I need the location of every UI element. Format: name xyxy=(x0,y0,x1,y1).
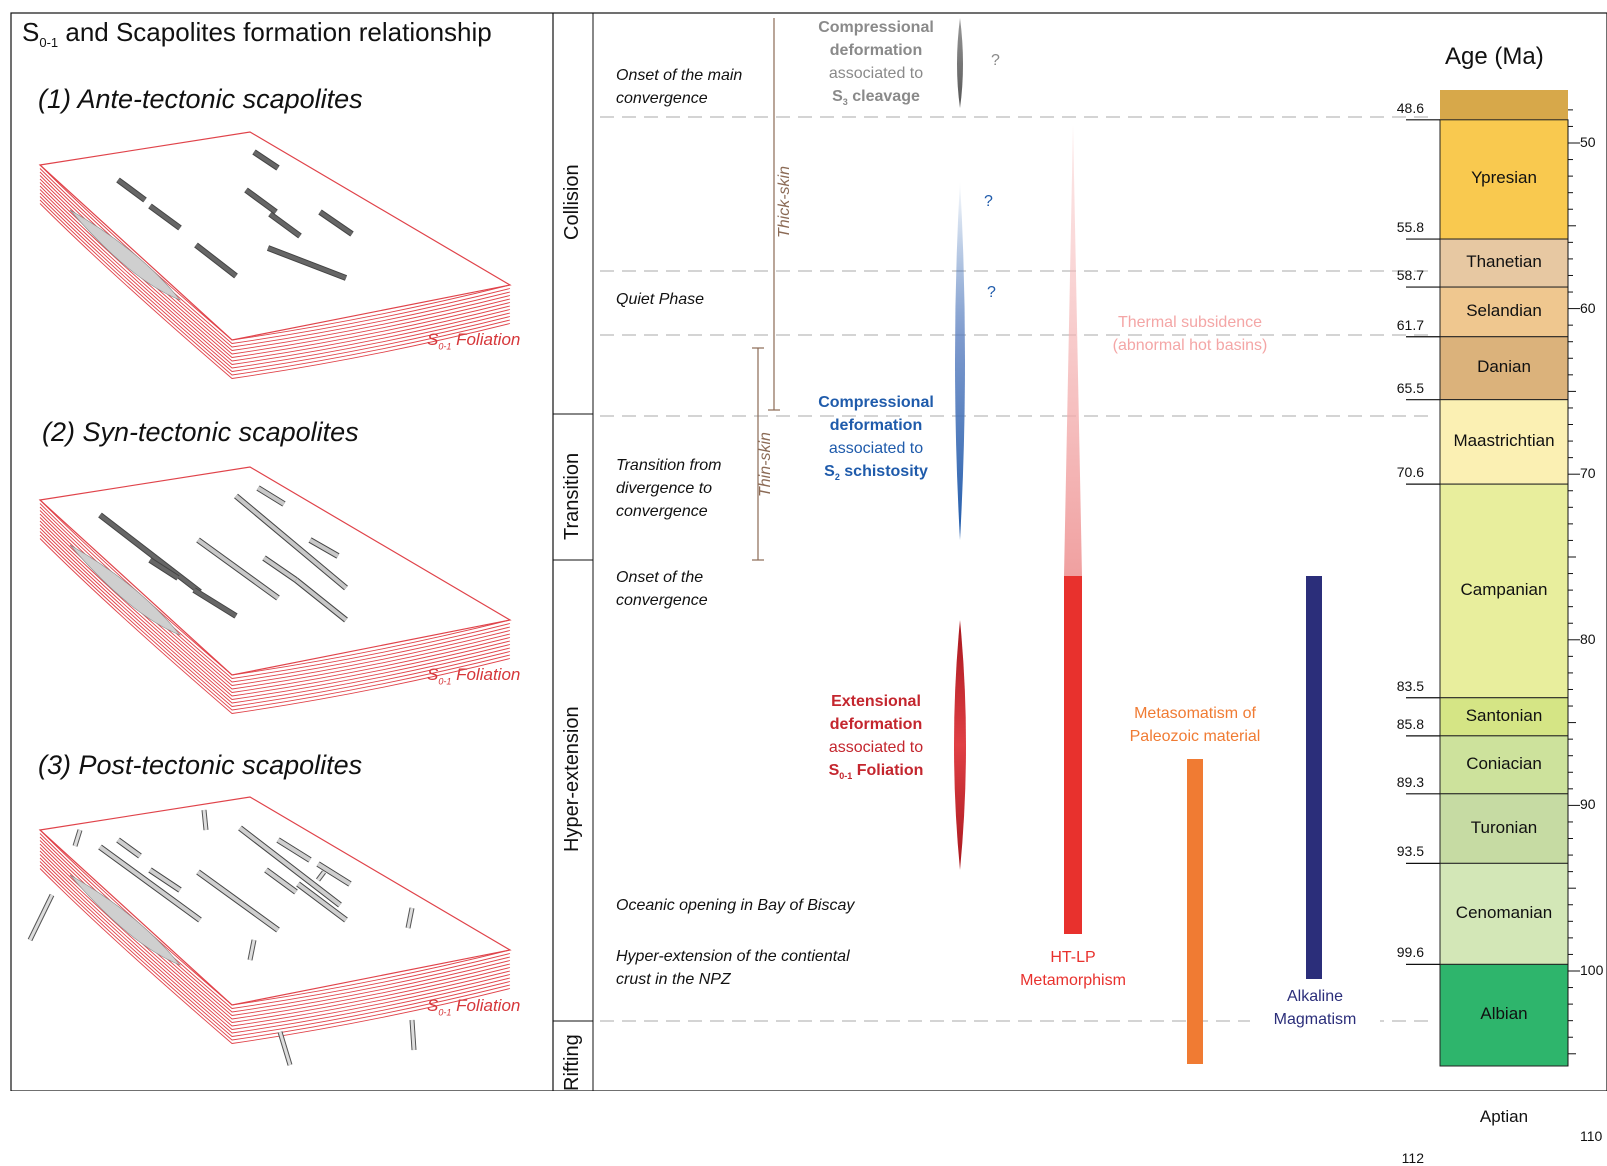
s3-question-mark: ? xyxy=(991,52,1000,69)
stage-label: Campanian xyxy=(1460,579,1548,599)
boundary-label: 70.6 xyxy=(1396,464,1424,481)
foliation-label-3: S0-1 Foliation xyxy=(427,996,521,1018)
stage-label: Selandian xyxy=(1466,300,1542,320)
stage-coniacian xyxy=(1439,735,1569,795)
boundary-label: 83.5 xyxy=(1396,677,1424,694)
boundary-label: 85.8 xyxy=(1396,715,1424,732)
axis-tick-label: 110 xyxy=(1580,1127,1603,1144)
panel-title: S0-1 and Scapolites formation relationsh… xyxy=(22,17,492,51)
axis-tick-label: 60 xyxy=(1580,299,1596,316)
phase-transition: Transition xyxy=(561,452,583,540)
thick-skin-bracket xyxy=(768,18,780,411)
thermal-subsidence-wedge xyxy=(1064,125,1082,576)
stage-label: Danian xyxy=(1477,357,1531,377)
s3-deformation-lens xyxy=(957,18,963,108)
stage-label: Ypresian xyxy=(1471,168,1537,188)
stage-label: Turonian xyxy=(1470,817,1538,837)
boundary-label: 65.5 xyxy=(1396,379,1424,396)
boundary-label: 55.8 xyxy=(1396,219,1424,236)
boundary-label: 99.6 xyxy=(1396,944,1424,961)
block-heading-post: (3) Post-tectonic scapolites xyxy=(38,750,363,780)
stage-label: Aptian xyxy=(1479,1106,1529,1126)
s2-question-mark-2: ? xyxy=(987,284,996,301)
axis-tick-label: 90 xyxy=(1580,796,1596,813)
diagram-canvas xyxy=(10,12,1607,1092)
stage-label: Thanetian xyxy=(1466,252,1542,272)
stage-cenomanian xyxy=(1439,862,1569,965)
block-heading-ante: (1) Ante-tectonic scapolites xyxy=(38,84,363,114)
ante-tectonic-block-illustration xyxy=(38,131,512,379)
stage-danian xyxy=(1439,336,1569,401)
metasomatism-bar xyxy=(1187,759,1203,1064)
event-quiet-phase: Quiet Phase xyxy=(616,291,705,308)
boundary-label: 48.6 xyxy=(1396,99,1424,116)
stage-ypresian xyxy=(1439,119,1569,240)
diagram-stage: S0-1 and Scapolites formation relationsh… xyxy=(10,12,1607,1166)
axis-tick-label: 50 xyxy=(1580,133,1596,150)
stage-thanetian xyxy=(1439,238,1569,288)
phase-rifting: Rifting xyxy=(561,1034,583,1091)
foliation-label-1: S0-1 Foliation xyxy=(427,330,521,352)
post-tectonic-block-illustration xyxy=(27,796,512,1066)
timescale-title: Age (Ma) xyxy=(1445,43,1544,70)
geologic-timescale xyxy=(1406,90,1580,1067)
ht-lp-metamorphism-bar xyxy=(1064,576,1082,934)
timescale-top-sliver xyxy=(1440,90,1568,120)
boundary-label: 61.7 xyxy=(1396,316,1424,333)
dashed-time-lines xyxy=(600,116,1430,1022)
s2-question-mark-1: ? xyxy=(984,193,993,210)
stage-label: Santonian xyxy=(1465,705,1543,725)
axis-tick-label: 80 xyxy=(1580,630,1596,647)
foliation-label-2: S0-1 Foliation xyxy=(427,665,521,687)
thick-skin-label: Thick-skin xyxy=(776,165,793,238)
alkaline-magmatism-bar xyxy=(1306,576,1322,979)
stage-label: Albian xyxy=(1480,1004,1528,1024)
s2-deformation-lens xyxy=(955,180,965,540)
stage-label: Maastrichtian xyxy=(1453,430,1555,450)
boundary-label: 58.7 xyxy=(1396,267,1424,284)
syn-tectonic-block-illustration xyxy=(38,466,512,714)
stage-albian xyxy=(1439,963,1569,1067)
stage-label: Coniacian xyxy=(1466,753,1542,773)
stage-label: Cenomanian xyxy=(1455,902,1553,922)
boundary-label: 89.3 xyxy=(1396,773,1424,790)
boundary-label: 112 xyxy=(1401,1149,1424,1166)
block-heading-syn: (2) Syn-tectonic scapolites xyxy=(42,417,359,447)
phase-collision: Collision xyxy=(561,164,583,240)
thin-skin-label: Thin-skin xyxy=(757,432,774,497)
axis-tick-label: 70 xyxy=(1580,465,1596,482)
event-oceanic-opening: Oceanic opening in Bay of Biscay xyxy=(616,897,855,914)
axis-tick-label: 100 xyxy=(1580,961,1604,978)
thermal-subsidence-label: Thermal subsidence(abnormal hot basins) xyxy=(1112,314,1268,354)
thin-skin-bracket xyxy=(752,347,764,561)
phase-hyper-extension: Hyper-extension xyxy=(561,706,583,852)
stage-turonian xyxy=(1439,793,1569,864)
boundary-label: 93.5 xyxy=(1396,843,1424,860)
s01-deformation-lens xyxy=(954,620,966,870)
